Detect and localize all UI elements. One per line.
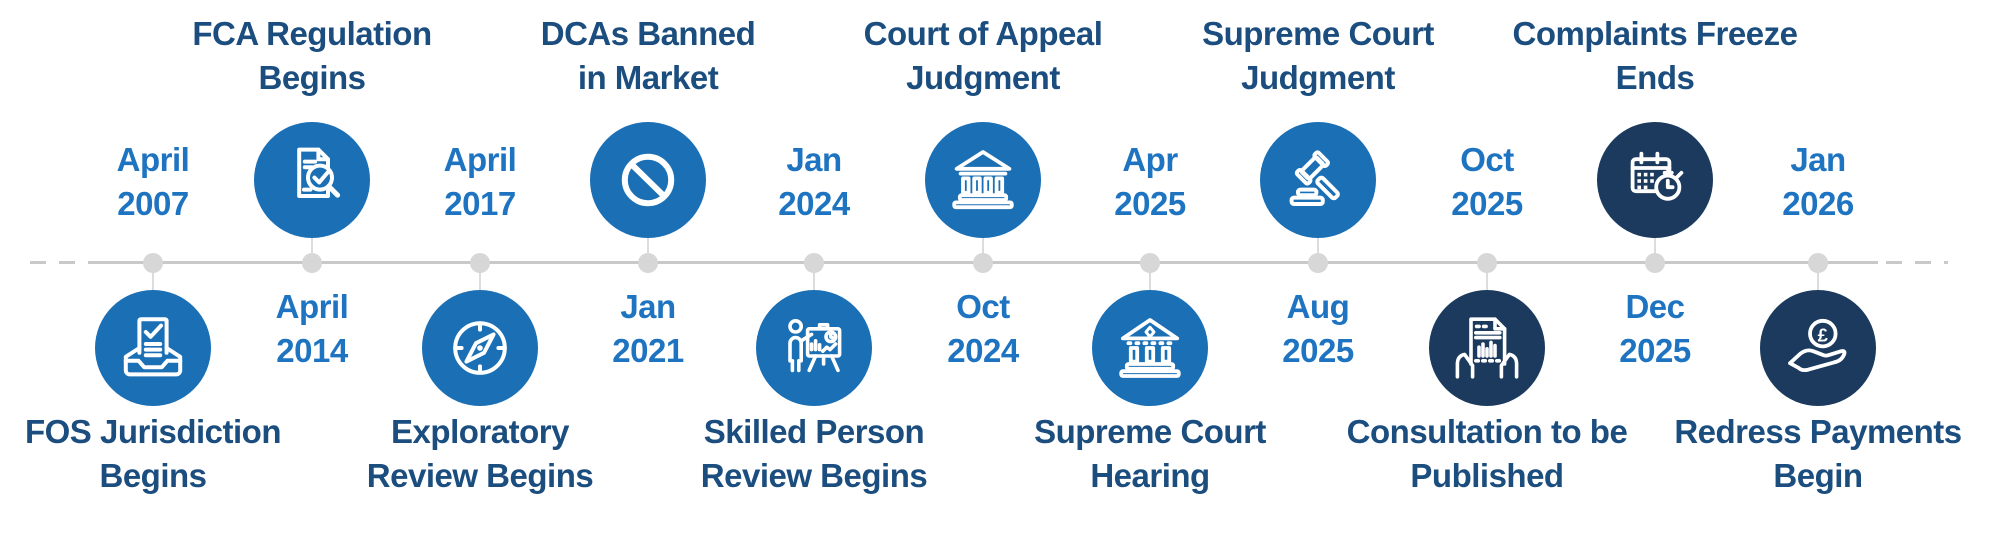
timeline-node-dot (143, 253, 163, 273)
timeline-node-dot (1477, 253, 1497, 273)
event-date: Jan 2026 (1782, 141, 1854, 222)
inbox-document-check-icon (113, 308, 193, 388)
event-date: Oct 2024 (947, 288, 1019, 369)
event-label: Skilled Person Review Begins (700, 413, 928, 494)
node-connector (813, 268, 815, 292)
node-connector (311, 235, 313, 257)
event-icon-circle (1429, 290, 1545, 406)
event-label: Redress Payments Begin (1674, 413, 1962, 494)
event-label: Consultation to be Published (1346, 413, 1628, 494)
event-date: Jan 2021 (612, 288, 684, 369)
event-title: DCAs Banned in Market (540, 15, 756, 96)
node-connector (647, 235, 649, 257)
event-icon-circle: £ (1760, 290, 1876, 406)
timeline-node-dot (1140, 253, 1160, 273)
timeline-node-dot (470, 253, 490, 273)
event-date: Oct 2025 (1451, 141, 1523, 222)
timeline-axis-dashed-left (30, 261, 102, 264)
event-icon-circle (590, 122, 706, 238)
node-connector (1654, 235, 1656, 257)
event-label: FOS Jurisdiction Begins (24, 413, 282, 494)
timeline-node-dot (1808, 253, 1828, 273)
event-title: Court of Appeal Judgment (863, 15, 1103, 96)
timeline-axis-dashed-right (1886, 261, 1948, 264)
event-date: April 2014 (275, 288, 349, 369)
node-connector (1817, 268, 1819, 292)
node-connector (1486, 268, 1488, 292)
event-icon-circle (1260, 122, 1376, 238)
timeline-node-dot (302, 253, 322, 273)
timeline-node-dot (804, 253, 824, 273)
event-date: April 2007 (116, 141, 190, 222)
pound-symbol: £ (1818, 324, 1829, 345)
event-date: April 2017 (443, 141, 517, 222)
hands-holding-document-icon (1447, 308, 1527, 388)
event-label: Exploratory Review Begins (366, 413, 594, 494)
node-connector (982, 235, 984, 257)
courthouse-icon (943, 140, 1023, 220)
event-date: Jan 2024 (778, 141, 850, 222)
presenter-chart-icon (774, 308, 854, 388)
timeline-node-dot (1645, 253, 1665, 273)
compass-icon (440, 308, 520, 388)
courthouse-ornate-icon (1110, 308, 1190, 388)
timeline-node-dot (973, 253, 993, 273)
node-connector (1317, 235, 1319, 257)
node-connector (152, 268, 154, 292)
event-icon-circle (95, 290, 211, 406)
event-icon-circle (422, 290, 538, 406)
event-label: Supreme Court Hearing (1034, 413, 1266, 494)
event-icon-circle (756, 290, 872, 406)
timeline-node-dot (638, 253, 658, 273)
event-date: Dec 2025 (1619, 288, 1691, 369)
gavel-icon (1278, 140, 1358, 220)
node-connector (479, 268, 481, 292)
event-icon-circle (1092, 290, 1208, 406)
event-icon-circle (925, 122, 1041, 238)
event-date: Aug 2025 (1282, 288, 1354, 369)
event-icon-circle (254, 122, 370, 238)
calendar-stopwatch-icon (1615, 140, 1695, 220)
document-magnifier-check-icon (272, 140, 352, 220)
prohibition-icon (608, 140, 688, 220)
node-connector (1149, 268, 1151, 292)
hand-pound-coin-icon: £ (1778, 308, 1858, 388)
event-title: FCA Regulation Begins (192, 15, 432, 96)
event-date: Apr 2025 (1114, 141, 1186, 222)
timeline-node-dot (1308, 253, 1328, 273)
event-title: Supreme Court Judgment (1202, 15, 1434, 96)
event-icon-circle (1597, 122, 1713, 238)
event-title: Complaints Freeze Ends (1512, 15, 1798, 96)
